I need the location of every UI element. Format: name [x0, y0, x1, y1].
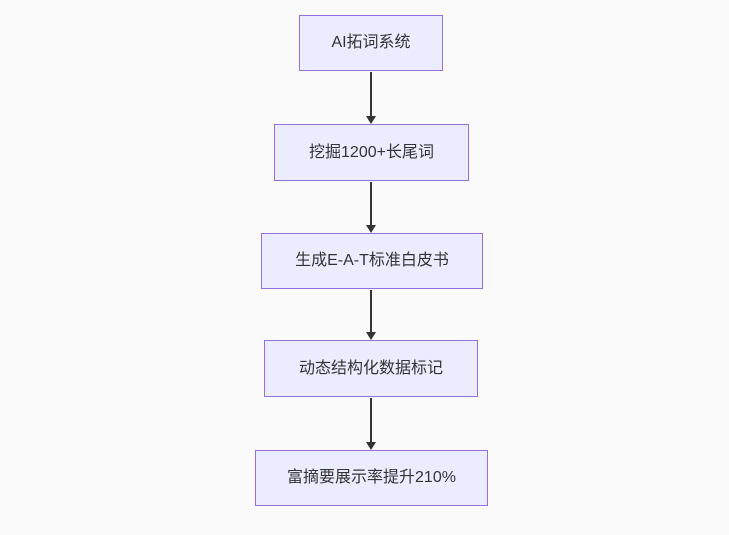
flow-node-eat-whitepaper: 生成E-A-T标准白皮书 — [261, 233, 483, 289]
arrow-head-icon — [366, 225, 376, 233]
flow-arrow-2 — [365, 182, 377, 233]
flow-arrow-1 — [365, 72, 377, 124]
arrow-head-icon — [366, 332, 376, 340]
flow-node-label: 挖掘1200+长尾词 — [309, 143, 434, 161]
arrow-line — [370, 398, 372, 442]
flow-node-label: AI拓词系统 — [331, 34, 411, 51]
flow-node-longtail-mining: 挖掘1200+长尾词 — [274, 124, 469, 181]
arrow-line — [370, 72, 372, 116]
arrow-line — [370, 290, 372, 332]
arrow-head-icon — [366, 116, 376, 124]
flow-node-label: 动态结构化数据标记 — [298, 359, 443, 377]
arrow-line — [370, 182, 372, 225]
flow-arrow-4 — [365, 398, 377, 450]
flow-node-rich-snippet-result: 富摘要展示率提升210% — [255, 450, 488, 506]
flow-node-label: 富摘要展示率提升210% — [287, 469, 456, 486]
flow-arrow-3 — [365, 290, 377, 340]
flow-node-label: 生成E-A-T标准白皮书 — [295, 252, 449, 269]
flow-node-structured-data-markup: 动态结构化数据标记 — [264, 340, 478, 397]
arrow-head-icon — [366, 442, 376, 450]
flow-node-ai-keyword-system: AI拓词系统 — [299, 15, 443, 71]
